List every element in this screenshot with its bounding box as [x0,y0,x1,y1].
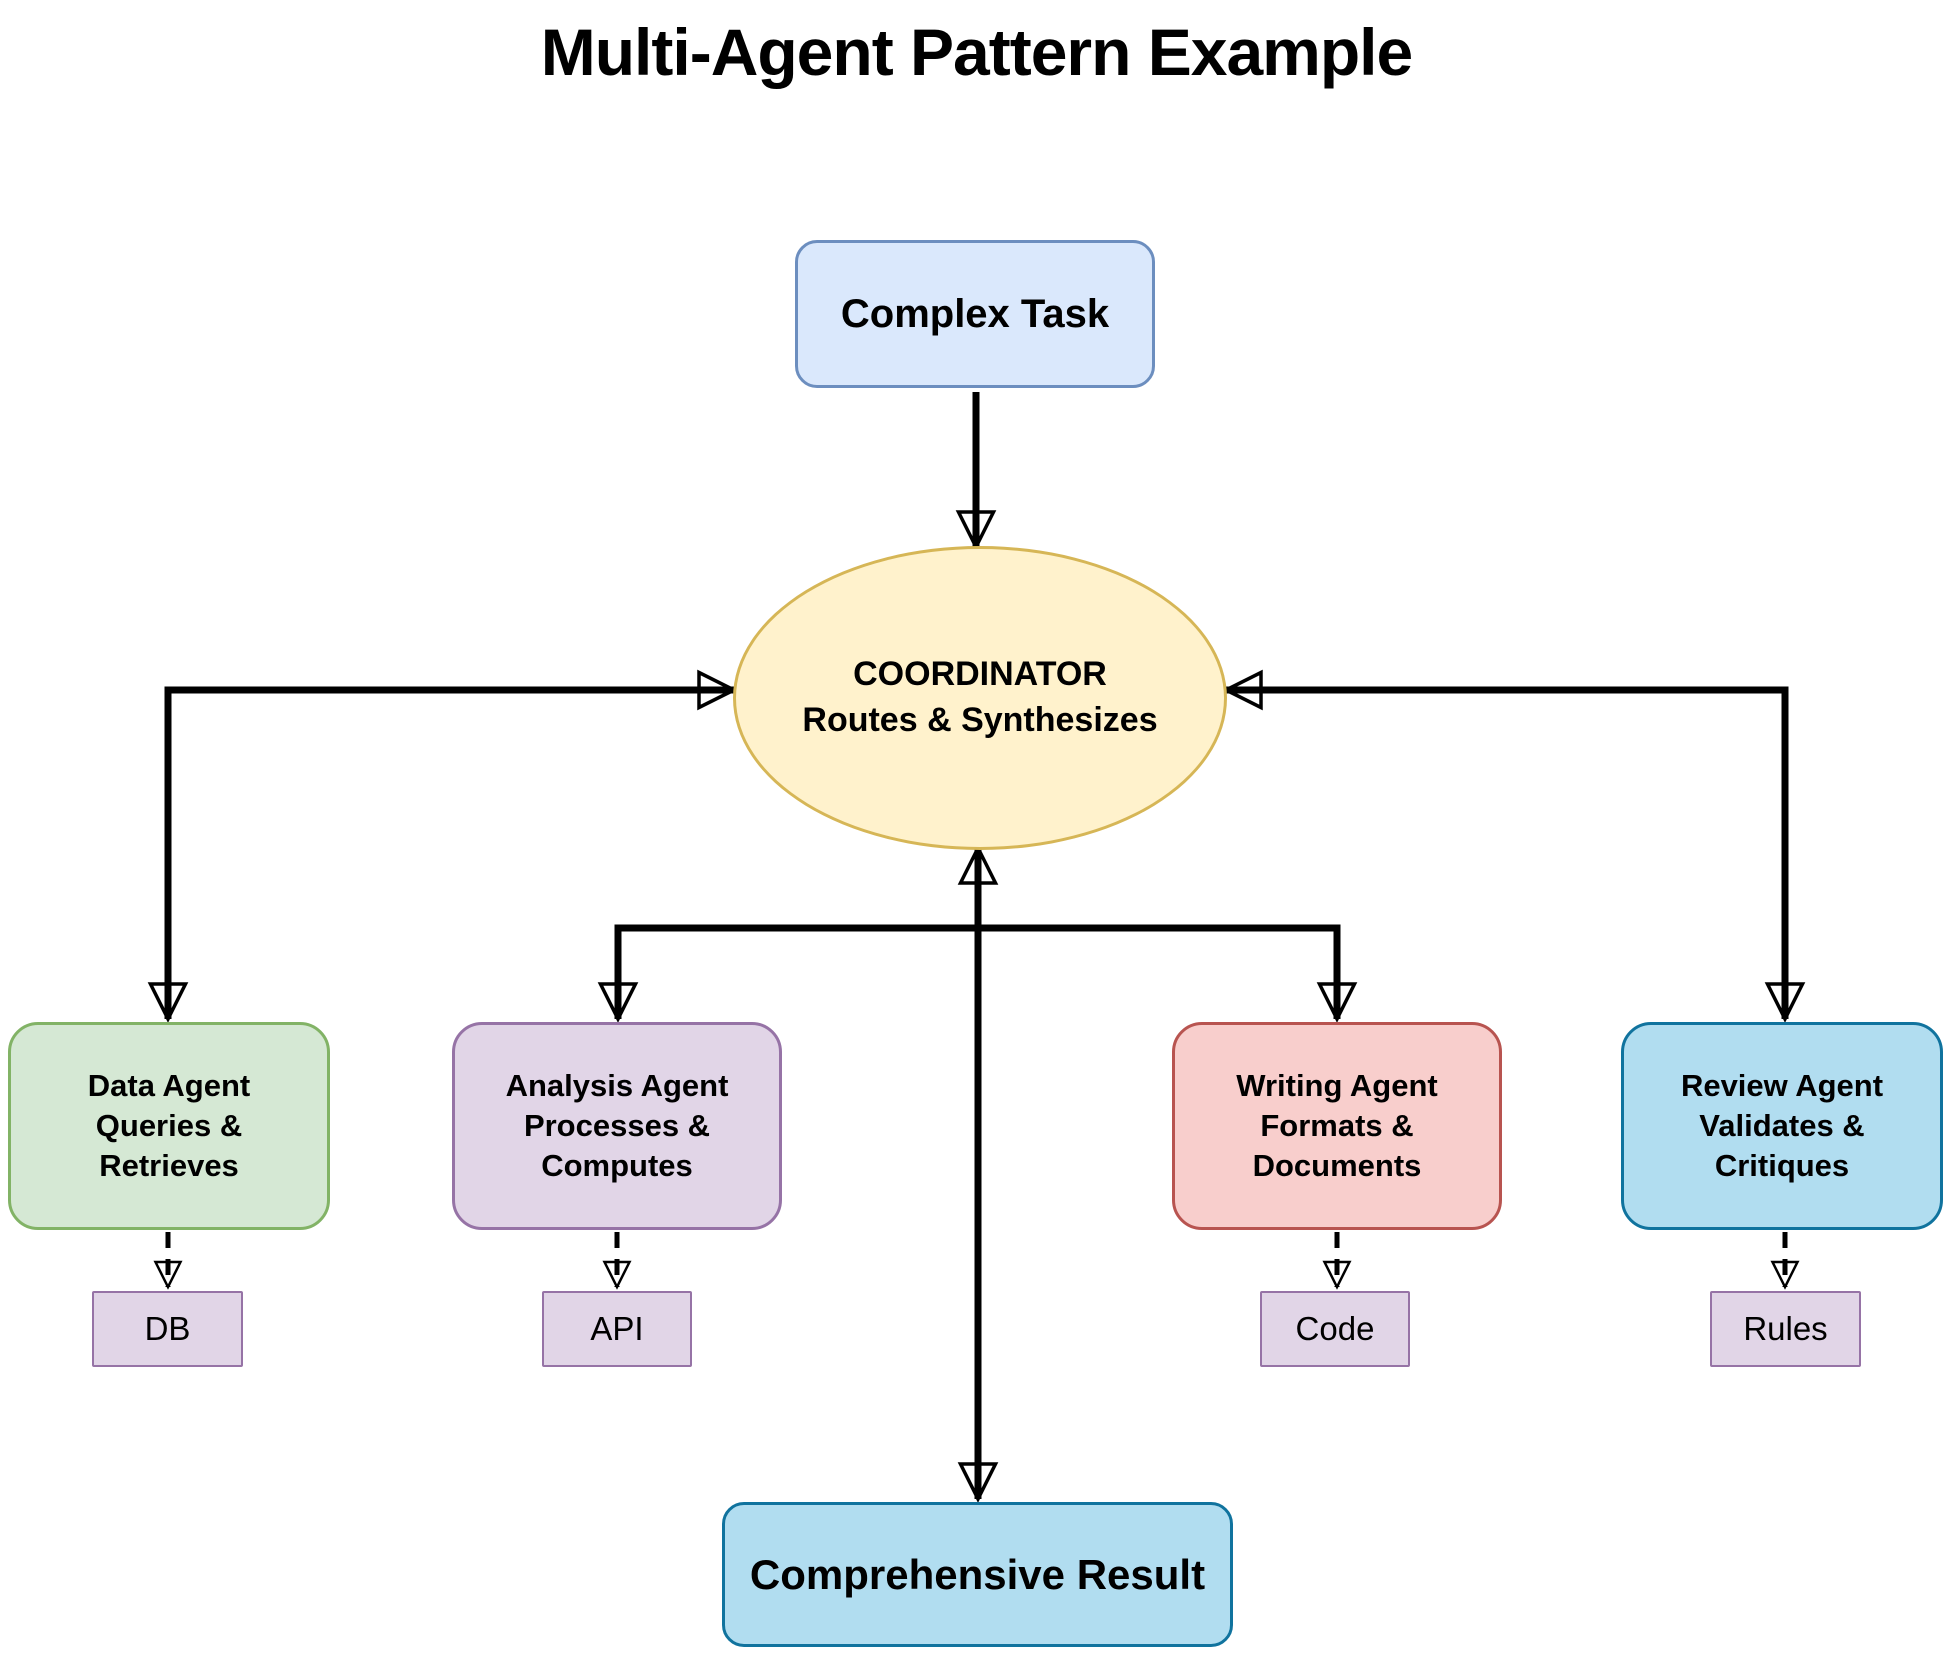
node-coordinator: COORDINATOR Routes & Synthesizes [733,546,1227,850]
writing-agent-role-line2: Documents [1252,1148,1422,1184]
analysis-agent-role-line1: Processes & [523,1107,711,1143]
node-complex-task: Complex Task [795,240,1155,388]
node-tool-code: Code [1260,1291,1410,1367]
node-analysis-agent: Analysis Agent Processes & Computes [452,1022,782,1230]
tool-api-label: API [590,1310,644,1347]
node-tool-db: DB [92,1291,243,1367]
node-tool-rules: Rules [1710,1291,1861,1367]
analysis-agent-role-line2: Computes [541,1148,693,1184]
review-agent-role-line1: Validates & [1699,1107,1865,1143]
diagram-title: Multi-Agent Pattern Example [540,15,1413,89]
tool-code-label: Code [1295,1310,1375,1347]
node-tool-api: API [542,1291,692,1367]
review-agent-name: Review Agent [1680,1067,1884,1103]
data-agent-role-line2: Retrieves [99,1148,239,1184]
review-agent-role-line2: Critiques [1714,1148,1850,1184]
tool-db-label: DB [144,1310,191,1347]
data-agent-role-line1: Queries & [95,1107,243,1143]
arrow-coordinator-review-agent [1226,690,1785,1019]
complex-task-label: Complex Task [840,291,1110,336]
node-writing-agent: Writing Agent Formats & Documents [1172,1022,1502,1230]
writing-agent-role-line1: Formats & [1260,1107,1414,1143]
analysis-agent-name: Analysis Agent [505,1067,729,1103]
node-review-agent: Review Agent Validates & Critiques [1621,1022,1943,1230]
node-comprehensive-result: Comprehensive Result [722,1502,1233,1647]
comprehensive-result-label: Comprehensive Result [749,1550,1206,1598]
node-data-agent: Data Agent Queries & Retrieves [8,1022,330,1230]
arrow-coordinator-data-agent [168,690,734,1019]
tool-rules-label: Rules [1743,1310,1828,1347]
writing-agent-name: Writing Agent [1236,1067,1438,1103]
data-agent-name: Data Agent [87,1067,251,1103]
coordinator-title: COORDINATOR [853,655,1107,694]
coordinator-subtitle: Routes & Synthesizes [802,701,1158,739]
